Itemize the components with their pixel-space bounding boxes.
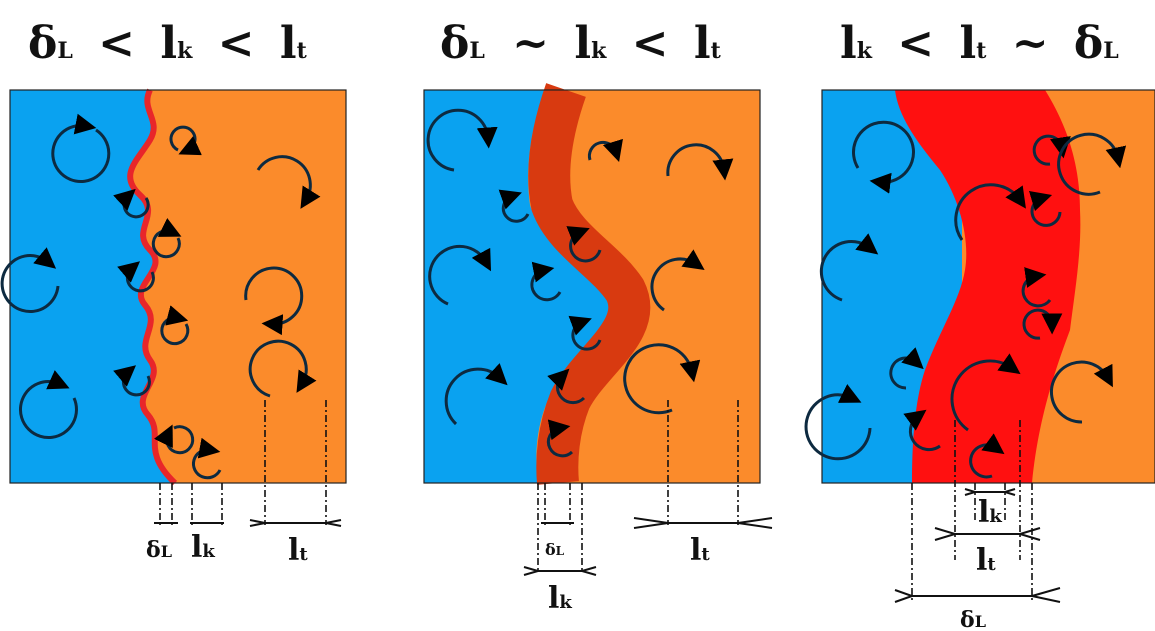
eddy-arrow [151, 217, 182, 259]
panel1-flame-front [127, 88, 178, 486]
eddy-arrow [547, 368, 586, 405]
eddy-arrow [169, 125, 202, 156]
eddy-arrow [153, 424, 195, 455]
panel3-lt-label: lt [976, 543, 996, 578]
eddy-arrow [852, 120, 915, 194]
panel3-dimensions [894, 420, 1061, 603]
eddy-arrow [566, 226, 602, 263]
eddy-arrow [498, 189, 530, 223]
eddy-arrow [428, 244, 492, 306]
panel3-eddies [804, 120, 1127, 479]
eddy-arrow [113, 365, 151, 397]
eddy-arrow [954, 183, 1026, 241]
eddy-arrow [568, 315, 602, 351]
eddy-arrow [1028, 190, 1062, 227]
panel1-frame [9, 89, 347, 484]
eddy-arrow [191, 437, 222, 480]
panel3-deltaL-label: δL [960, 607, 986, 631]
panel2: δL lk lt [423, 83, 773, 616]
panel2-flame-zone [528, 83, 651, 485]
eddy-arrow [950, 353, 1021, 432]
eddy-arrow [18, 370, 78, 440]
eddy-arrow [0, 247, 60, 313]
panel1-dimensions [154, 400, 342, 527]
eddy-arrow [51, 113, 111, 183]
panel1-eddies [0, 113, 321, 480]
eddy-arrow [530, 261, 562, 302]
eddy-arrow [244, 266, 304, 336]
panel3-frame [821, 89, 1155, 484]
eddy-arrow [426, 108, 498, 172]
eddy-arrow [587, 138, 623, 163]
panel2-frame [423, 89, 761, 484]
panel1-lt-label: lt [288, 533, 308, 568]
eddy-arrow [113, 188, 150, 219]
eddy-arrow [160, 305, 190, 346]
panel1-deltaL-label: δL [146, 537, 172, 563]
eddy-arrow [1057, 132, 1127, 196]
panel3-title: lk < lt ~ δL [840, 18, 1119, 69]
panel2-unburnt-region [424, 90, 610, 483]
panel2-dimensions [523, 400, 773, 576]
panel1: δL lk lt [0, 88, 347, 568]
eddy-arrow [248, 339, 317, 398]
panel2-eddies [426, 108, 734, 458]
eddy-arrow [969, 433, 1005, 479]
panel3-lk-label: lk [978, 495, 1002, 530]
panel3-flame-zone [895, 90, 1081, 483]
panel3: lk lt δL [804, 89, 1155, 631]
eddy-arrow [623, 343, 701, 415]
panel1-lk-label: lk [191, 530, 215, 565]
panel2-lk-label: lk [548, 581, 572, 616]
panel2-lt-label: lt [690, 533, 710, 568]
eddy-arrow [1050, 360, 1113, 424]
eddy-arrow [546, 419, 574, 458]
eddy-arrow [889, 347, 924, 390]
panel2-title: δL ~ lk < lt [440, 18, 722, 69]
eddy-arrow [666, 143, 734, 181]
eddy-arrow [117, 261, 155, 293]
eddy-arrow [650, 249, 705, 312]
eddy-arrow [1022, 308, 1063, 340]
eddy-arrow [444, 363, 508, 426]
eddy-arrow [256, 155, 321, 209]
eddy-arrow [1032, 134, 1071, 166]
eddy-arrow [1021, 267, 1052, 308]
eddy-arrow [903, 409, 941, 452]
eddy-arrow [819, 233, 879, 302]
panel1-title: δL < lk < lt [28, 18, 308, 69]
eddy-arrow [804, 383, 872, 461]
panel2-deltaL-label: δL [545, 540, 565, 559]
